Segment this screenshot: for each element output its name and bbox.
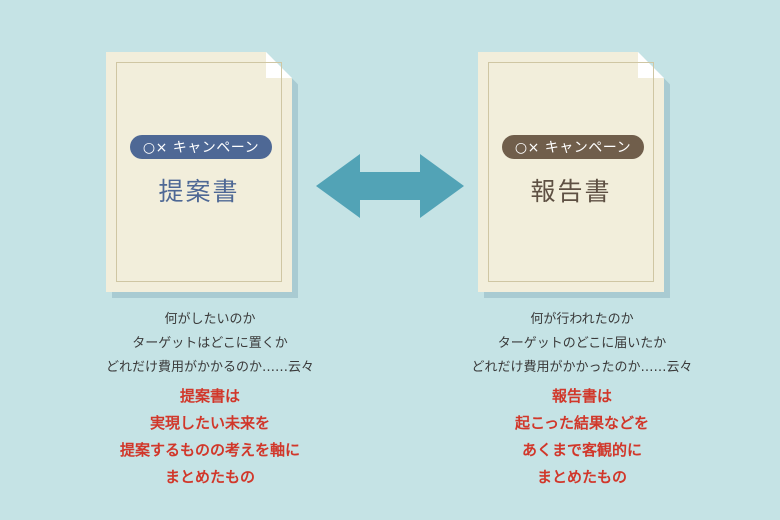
report-document: ○× キャンペーン 報告書 xyxy=(478,52,670,298)
document-paper xyxy=(106,52,292,292)
summary-line: まとめたもの xyxy=(164,468,255,486)
summary-line: まとめたもの xyxy=(536,468,627,486)
description-line: どれだけ費用がかかるのか……云々 xyxy=(105,360,314,375)
description-line: どれだけ費用がかかったのか……云々 xyxy=(471,360,693,375)
summary-line: 実現したい未来を xyxy=(149,414,270,432)
proposal-campaign-badge: ○× キャンペーン xyxy=(130,135,272,159)
document-paper xyxy=(478,52,664,292)
document-border xyxy=(488,62,654,282)
document-border xyxy=(116,62,282,282)
description-line: ターゲットはどこに置くか xyxy=(132,336,288,351)
description-line: 何がしたいのか xyxy=(164,312,256,327)
summary-line: 提案書は xyxy=(179,387,240,405)
proposal-description: 何がしたいのか ターゲットはどこに置くか どれだけ費用がかかるのか……云々 xyxy=(90,308,330,380)
summary-line: あくまで客観的に xyxy=(521,441,642,459)
report-title: 報告書 xyxy=(530,177,612,206)
summary-line: 報告書は xyxy=(551,387,612,405)
report-description: 何が行われたのか ターゲットのどこに届いたか どれだけ費用がかかったのか……云々 xyxy=(462,308,702,380)
proposal-summary: 提案書は 実現したい未来を 提案するものの考えを軸に まとめたもの xyxy=(80,383,340,491)
double-arrow-icon xyxy=(316,154,464,218)
report-summary: 報告書は 起こった結果などを あくまで客観的に まとめたもの xyxy=(452,383,712,491)
description-line: ターゲットのどこに届いたか xyxy=(497,336,667,351)
proposal-document: ○× キャンペーン 提案書 xyxy=(106,52,298,298)
proposal-title: 提案書 xyxy=(158,177,240,206)
description-line: 何が行われたのか xyxy=(530,312,634,327)
report-campaign-badge: ○× キャンペーン xyxy=(502,135,644,159)
summary-line: 起こった結果などを xyxy=(515,414,649,432)
summary-line: 提案するものの考えを軸に xyxy=(119,441,300,459)
